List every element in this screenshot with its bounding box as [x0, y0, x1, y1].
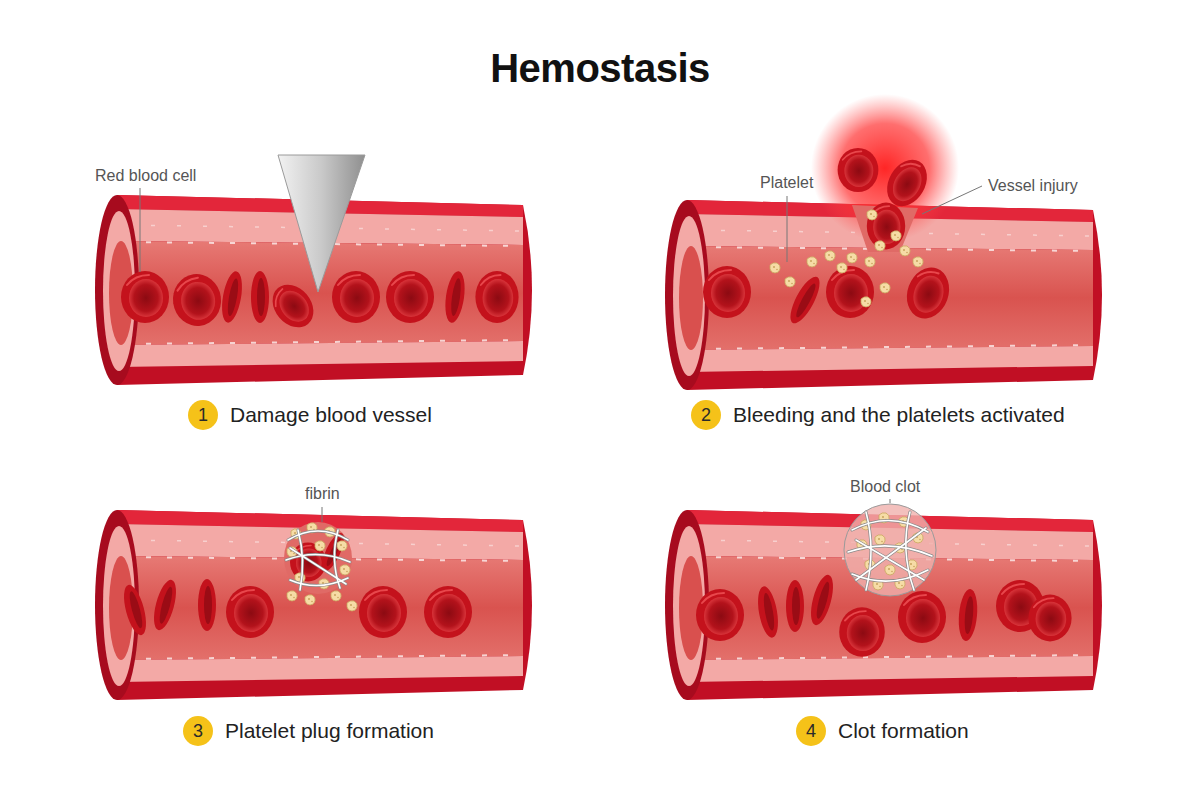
leader-line	[140, 188, 141, 272]
vessel-panel-2	[665, 94, 1102, 390]
part-label: Platelet	[760, 173, 813, 192]
leader-line	[922, 186, 982, 214]
part-label: Blood clot	[850, 477, 920, 496]
diagram-title: Hemostasis	[0, 46, 1200, 91]
step-caption: Damage blood vessel	[230, 401, 432, 429]
vessel-panel-1	[95, 155, 532, 385]
step-circle-fill	[796, 716, 826, 746]
part-label: Vessel injury	[988, 176, 1078, 195]
step-number: 3	[183, 716, 213, 746]
blood-clot	[844, 504, 936, 596]
leader-line	[787, 196, 788, 262]
step-circle-fill	[691, 400, 721, 430]
needle	[278, 155, 365, 292]
leader-line	[890, 499, 891, 503]
step-caption: Bleeding and the platelets activated	[733, 401, 1065, 429]
leader-line	[322, 507, 323, 522]
step-marker: 4Clot formation	[796, 716, 826, 746]
step-caption: Clot formation	[838, 717, 969, 745]
step-number: 4	[796, 716, 826, 746]
vessel-panel-4	[665, 499, 1102, 700]
step-number: 2	[691, 400, 721, 430]
platelet-plug	[284, 522, 357, 611]
part-label: Red blood cell	[95, 166, 196, 185]
step-marker: 1Damage blood vessel	[188, 400, 218, 430]
step-circle-fill	[183, 716, 213, 746]
vessel-panel-3	[95, 507, 532, 700]
step-caption: Platelet plug formation	[225, 717, 434, 745]
step-marker: 3Platelet plug formation	[183, 716, 213, 746]
step-marker: 2Bleeding and the platelets activated	[691, 400, 721, 430]
step-circle-fill	[188, 400, 218, 430]
step-number: 1	[188, 400, 218, 430]
part-label: fibrin	[305, 484, 340, 503]
